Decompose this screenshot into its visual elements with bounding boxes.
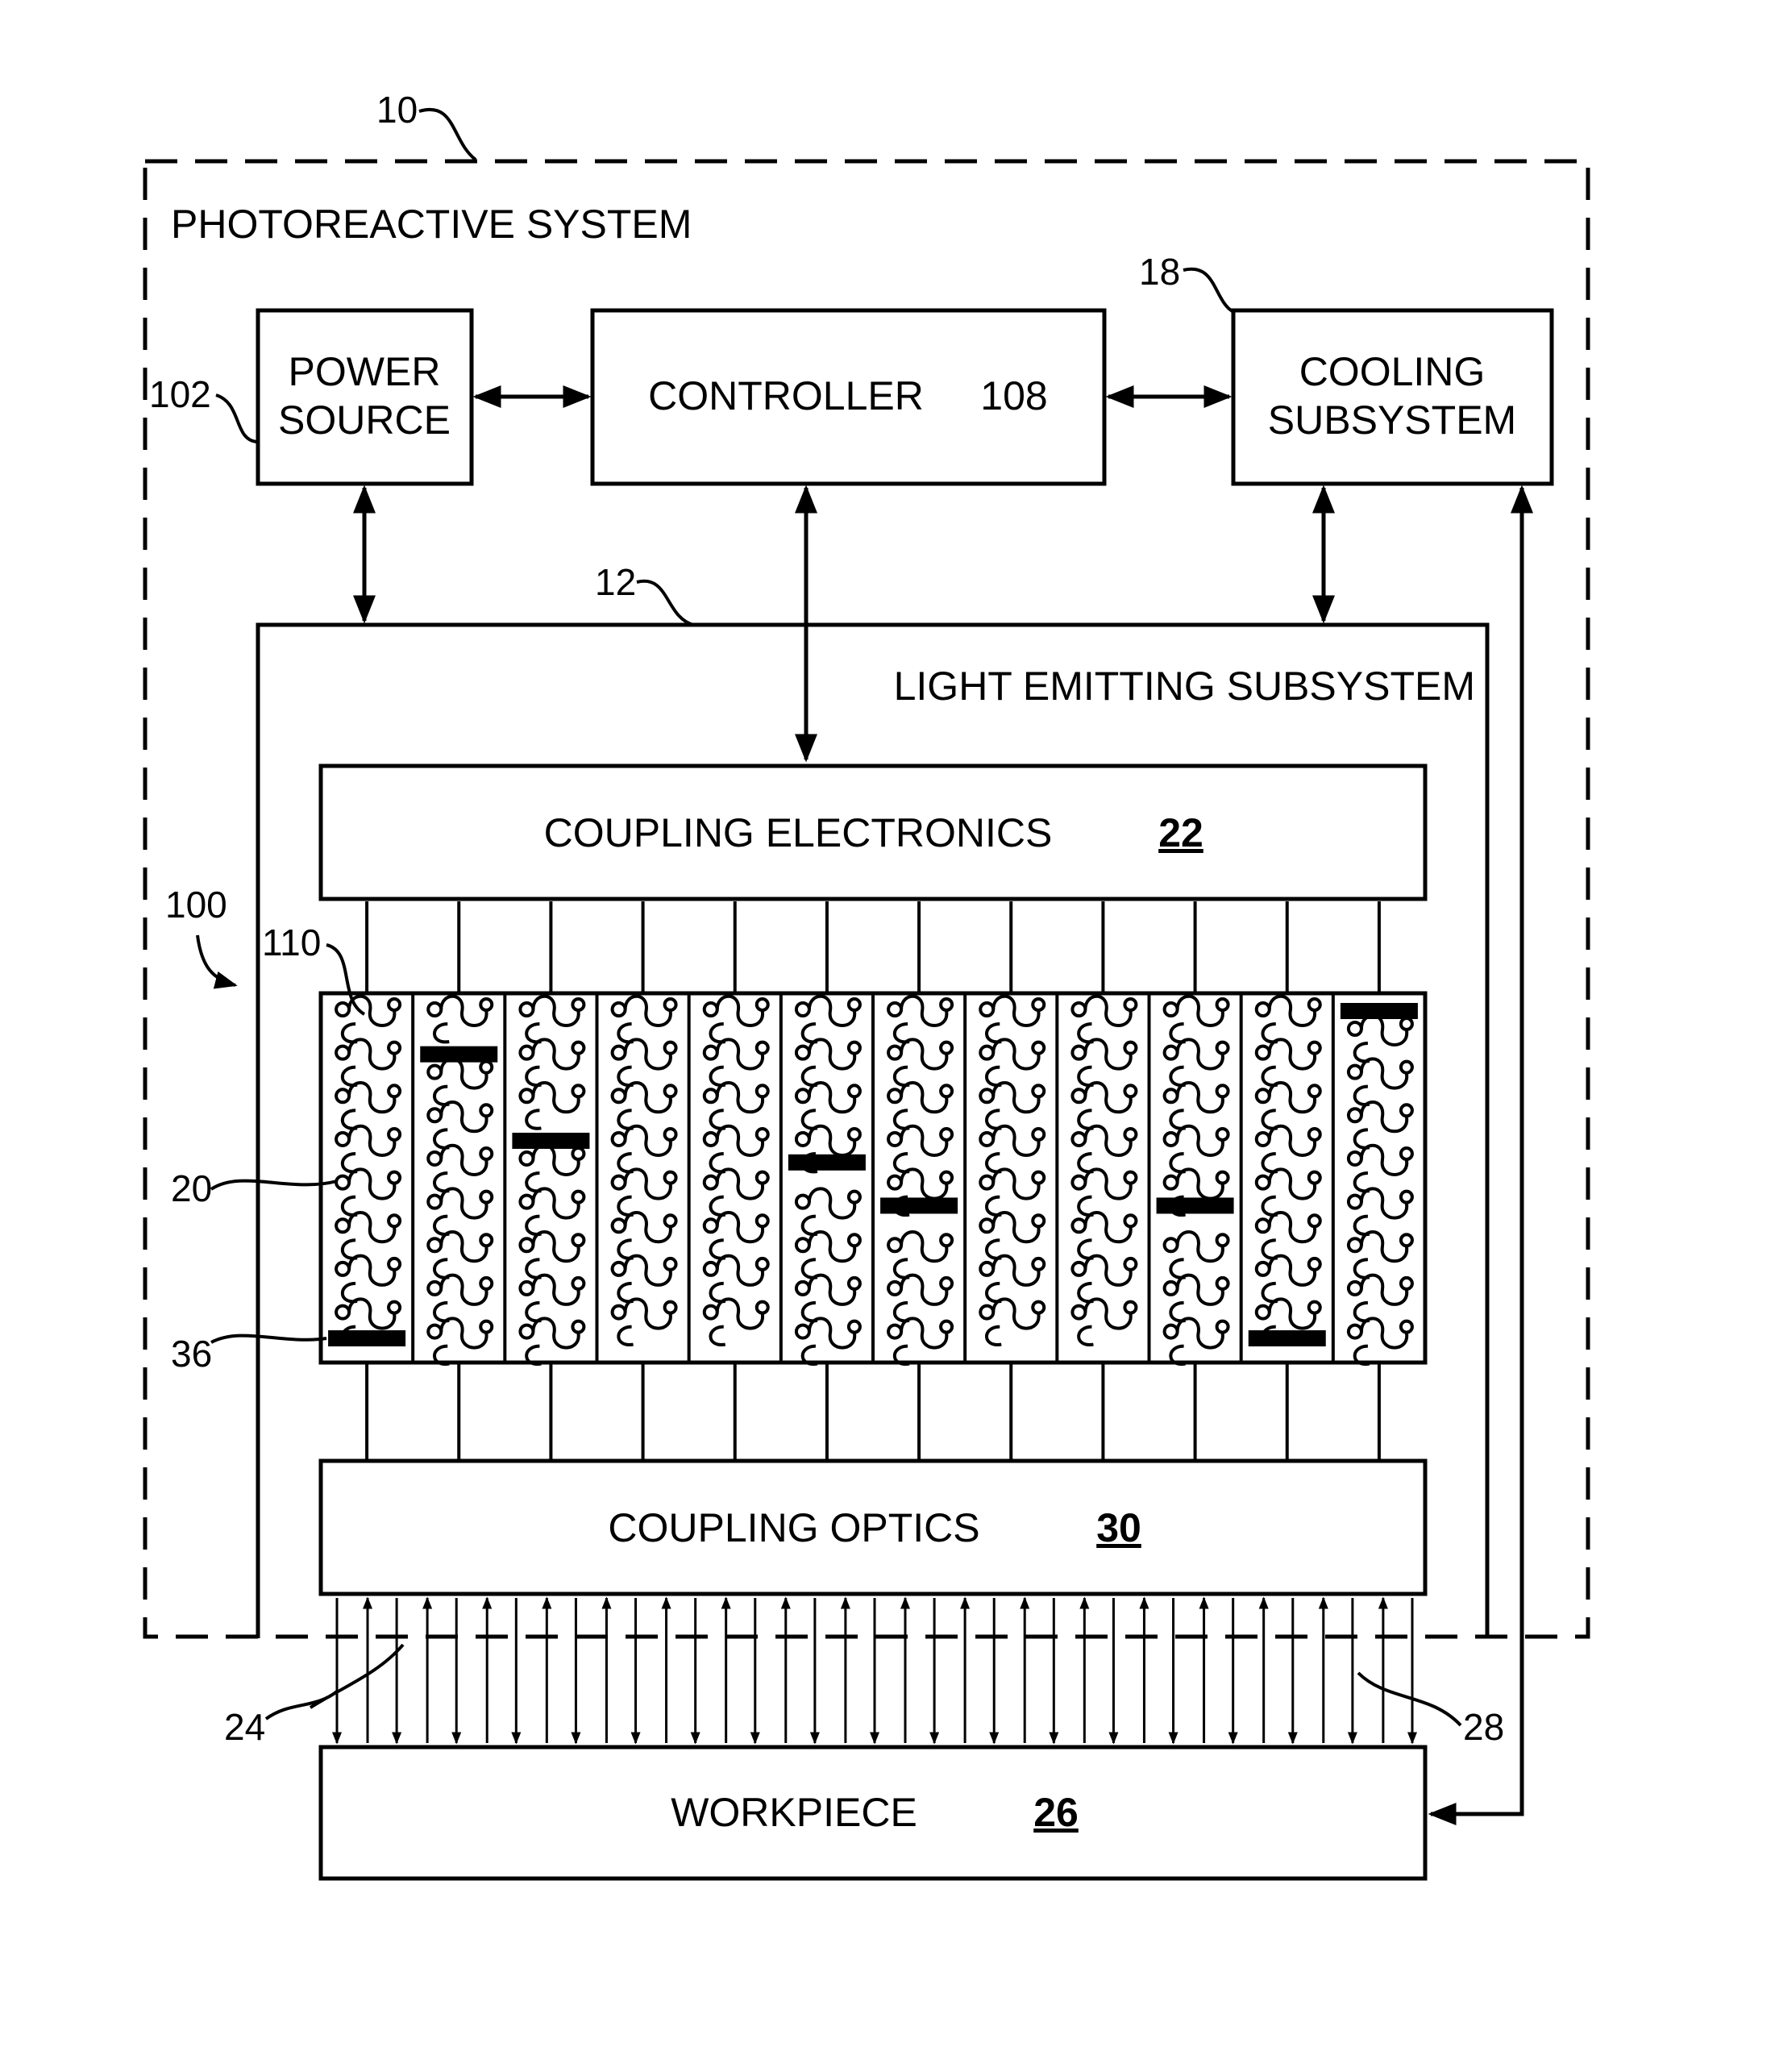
coupling-optics-label: COUPLING OPTICS (608, 1505, 979, 1550)
cooling-leader (1183, 269, 1235, 313)
light-emitting-leader (637, 581, 693, 625)
array-bar (512, 1133, 589, 1149)
array-bar (1249, 1330, 1326, 1346)
coupling-electronics-num: 22 (1158, 810, 1203, 855)
cooling-label-1: COOLING (1299, 349, 1486, 394)
array-bar (328, 1330, 405, 1346)
array-ref: 100 (165, 884, 227, 926)
workpiece-num: 26 (1033, 1790, 1079, 1835)
light-emitting-array (321, 901, 1425, 1459)
coupling-electronics-label: COUPLING ELECTRONICS (544, 810, 1053, 855)
system-leader (419, 110, 476, 160)
array-bar (420, 1046, 497, 1063)
system-title: PHOTOREACTIVE SYSTEM (171, 202, 692, 247)
column-leader (211, 1181, 337, 1189)
reflected-ray-leader (1358, 1673, 1461, 1725)
column-ref: 20 (171, 1167, 212, 1209)
element-ref: 110 (262, 922, 321, 963)
power-source-label-1: POWER (289, 349, 441, 394)
coupling-optics-num: 30 (1096, 1505, 1141, 1550)
array-bar (1341, 1003, 1418, 1019)
controller-label: CONTROLLER (648, 373, 924, 418)
array-bar (880, 1197, 958, 1213)
array-bar (788, 1155, 866, 1171)
light-emitting-label: LIGHT EMITTING SUBSYSTEM (894, 664, 1475, 709)
controller-ref: 108 (980, 373, 1047, 418)
cooling-label-2: SUBSYSTEM (1268, 397, 1516, 443)
power-source-leader (216, 395, 256, 442)
workpiece-label: WORKPIECE (671, 1790, 917, 1835)
array-leader-arrow (197, 935, 235, 985)
emitted-ray-leader (266, 1645, 403, 1719)
reflected-ray-ref: 28 (1463, 1706, 1504, 1748)
bar-ref: 36 (171, 1333, 212, 1375)
light-emitting-ref: 12 (595, 561, 636, 603)
array-bar (1157, 1197, 1234, 1213)
power-source-label-2: SOURCE (278, 397, 451, 443)
system-ref: 10 (376, 89, 418, 131)
bar-leader (211, 1336, 326, 1342)
light-rays (337, 1598, 1412, 1743)
emitted-ray-ref: 24 (224, 1706, 265, 1748)
power-source-ref: 102 (149, 373, 211, 415)
cooling-ref: 18 (1139, 251, 1180, 293)
